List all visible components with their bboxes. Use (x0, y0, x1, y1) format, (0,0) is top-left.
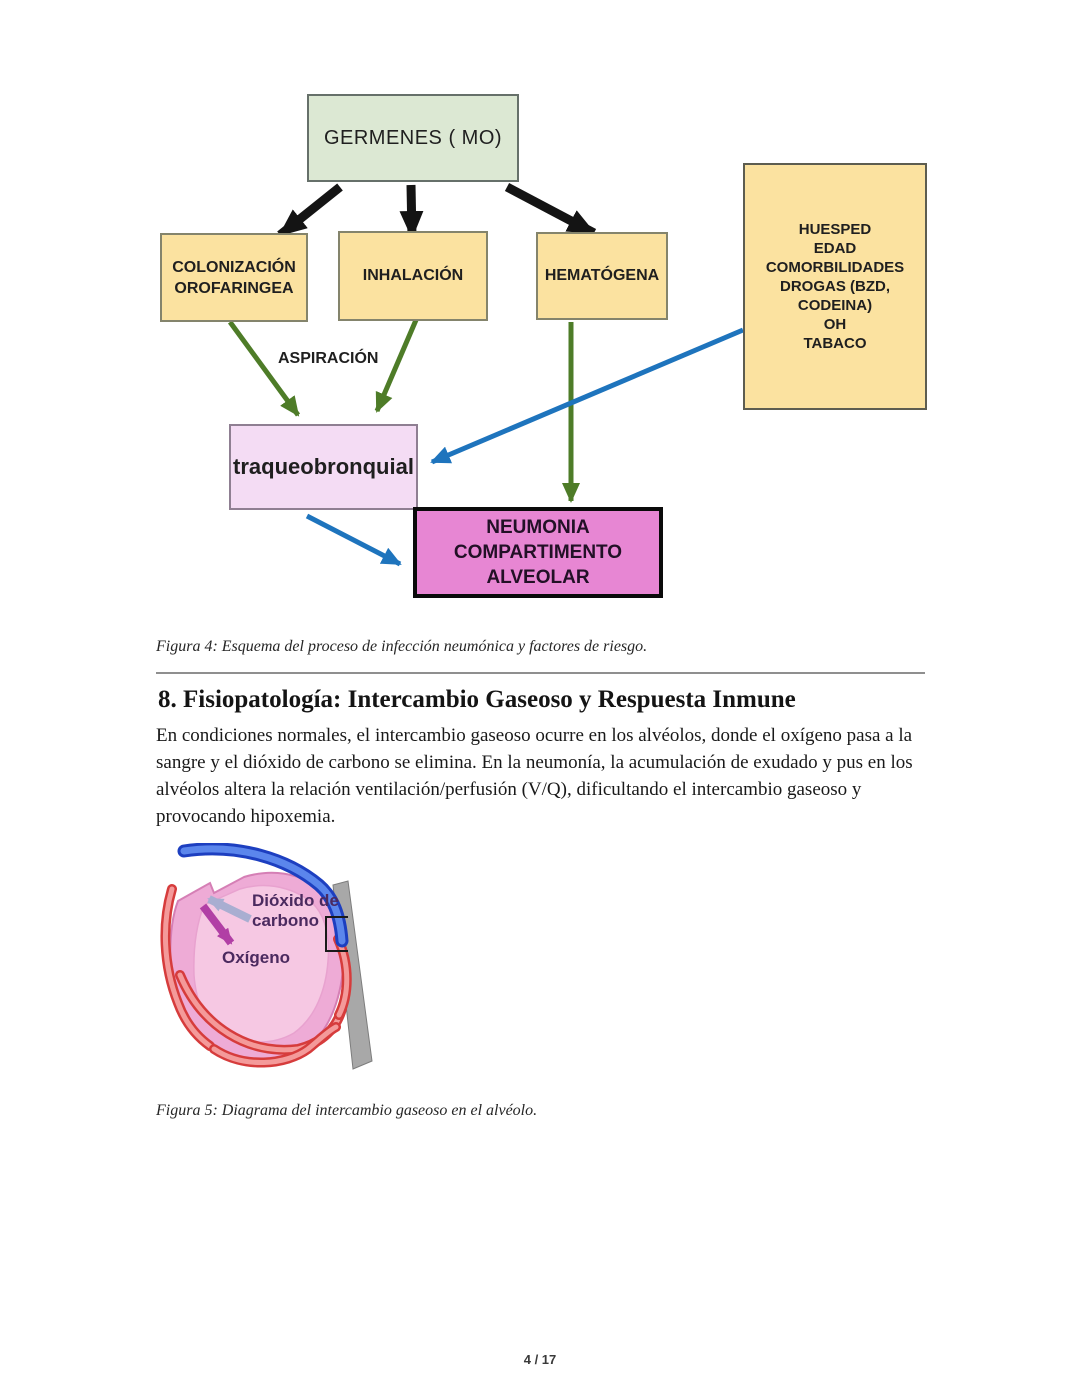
section-divider (156, 672, 925, 674)
node-inhalacion: INHALACIÓN (338, 231, 488, 321)
exchange-bracket (325, 916, 348, 952)
arrow-germenes-to-colonizacion (277, 183, 343, 239)
section8-heading: 8. Fisiopatología: Intercambio Gaseoso y… (158, 686, 796, 713)
figure4-diagram: GERMENES ( MO) COLONIZACIÓN OROFARINGEA … (0, 0, 1080, 650)
co2-label: Dióxido de carbono (252, 891, 339, 930)
aspiracion-label: ASPIRACIÓN (278, 350, 379, 367)
section8-paragraph: En condiciones normales, el intercambio … (156, 725, 913, 827)
node-neumonia-label: NEUMONIA COMPARTIMENTO ALVEOLAR (453, 517, 623, 588)
blood-vessel-blue (177, 843, 349, 948)
node-colonizacion-orofaringea: COLONIZACIÓN OROFARINGEA (160, 233, 308, 322)
node-huesped-factores: HUESPED EDAD COMORBILIDADES DROGAS (BZD,… (743, 163, 927, 410)
arrow-inhalacion-to-traqueobronquial (374, 319, 419, 413)
figure5-caption: Figura 5: Diagrama del intercambio gaseo… (156, 1102, 538, 1119)
node-huesped-label: HUESPED EDAD COMORBILIDADES DROGAS (BZD,… (765, 221, 905, 352)
arrow-huesped-to-traqueobronquial (430, 327, 744, 465)
figure4-caption: Figura 4: Esquema del proceso de infecci… (156, 638, 648, 655)
co2-arrow (207, 895, 252, 923)
node-traqueobronquial-label: traqueobronquial (233, 454, 414, 479)
node-germenes: GERMENES ( MO) (307, 94, 519, 182)
o2-label: Oxígeno (222, 948, 291, 967)
arrow-germenes-to-hematogena (504, 183, 597, 237)
node-inhalacion-label: INHALACIÓN (362, 267, 464, 284)
page-number-indicator: 4 / 17 (523, 1352, 557, 1367)
figure5-illustration: Dióxido de carbono Oxígeno (156, 843, 411, 1081)
alveolus-graphic (160, 843, 373, 1070)
o2-arrow (199, 903, 235, 946)
node-colonizacion-label: COLONIZACIÓN OROFARINGEA (172, 258, 296, 297)
blue-arrows (305, 327, 744, 567)
arrow-colonizacion-to-traqueobronquial (227, 320, 301, 417)
node-germenes-label: GERMENES ( MO) (323, 126, 503, 149)
black-arrows (277, 183, 597, 239)
node-hematogena: HEMATÓGENA (536, 232, 668, 320)
arrow-traqueobronquial-to-neumonia (305, 513, 402, 567)
green-arrows (227, 319, 580, 503)
node-neumonia-compartimento-alveolar: NEUMONIA COMPARTIMENTO ALVEOLAR (413, 507, 663, 598)
figure4-arrows (227, 183, 744, 567)
arrow-germenes-to-inhalacion (399, 184, 424, 239)
node-traqueobronquial: traqueobronquial (229, 424, 418, 510)
alveolus-inner-wall (193, 884, 330, 1043)
node-hematogena-label: HEMATÓGENA (544, 267, 660, 284)
